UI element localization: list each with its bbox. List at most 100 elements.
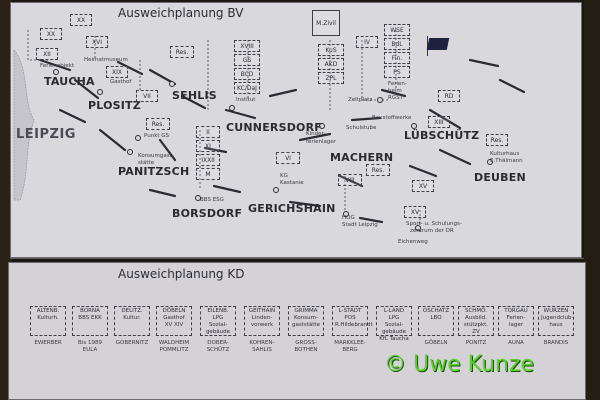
city-machern: MACHERN (330, 151, 394, 164)
unit-box: Res. (366, 164, 390, 176)
kd-box: GEITHAIN Linden-vorwerk (244, 306, 280, 336)
kd-column: L-STADT POS R.Hildebrandt MARKKLEE-BERG (332, 306, 373, 353)
map-label: HOG (342, 215, 355, 221)
kd-box: ALTENB. Kulturh. (30, 306, 66, 336)
kd-sub: KOHREN-SAHLIS (249, 340, 275, 353)
unit-box: Res. (170, 46, 194, 58)
kd-column: BORNA BBS EKK Bis 1989 EULA (72, 306, 108, 353)
unit-box: WSE (384, 24, 410, 36)
map-label: zentrum der DR (410, 228, 454, 234)
kd-column: GEITHAIN Linden-vorwerk KOHREN-SAHLIS (244, 306, 280, 353)
unit-box: PS (384, 66, 410, 78)
kd-box: OSCHATZ LBO (418, 306, 454, 336)
unit-box: M (196, 168, 220, 180)
kd-column: L-LAND LPG Sozial-gebäude KfL Taucha (376, 306, 412, 342)
unit-box: IV (356, 36, 378, 48)
kd-column: TORGAU Ferien-lager AUNA (498, 306, 534, 347)
kd-box: GRIMMA Konsum-gaststätte (288, 306, 324, 336)
unit-box: XVIII (234, 40, 260, 52)
unit-box: VIII (338, 174, 362, 186)
unit-box: KC/DaJ (234, 82, 260, 94)
unit-box: XI (196, 140, 220, 152)
city-plositz: PLOSITZ (88, 99, 141, 112)
unit-box: XIII (428, 116, 450, 128)
kd-column: SCHMÖ. Ausbild. stützpkt. ZV PONITZ (458, 306, 494, 347)
map-label: Baustoffwerke (372, 115, 412, 121)
unit-box: M.Zivil (312, 10, 340, 36)
city-gerichshain: GERICHSHAIN (248, 202, 336, 215)
kd-box: DÖBELN Gasthof XV XIV (156, 306, 192, 336)
kd-sub: AUNA (508, 340, 524, 346)
unit-box: VII (136, 90, 158, 102)
map-label: Schulstube (346, 125, 377, 131)
map-label: Kastanie (280, 180, 304, 186)
map-label: Stadt Leipzig (342, 222, 378, 228)
kd-box: BORNA BBS EKK (72, 306, 108, 336)
map-label: Zeltplatz (348, 97, 373, 103)
unit-box: BdL (384, 38, 410, 50)
kd-sub: WALDHEIM POMMLITZ (158, 340, 190, 353)
kd-box: L-LAND LPG Sozial-gebäude KfL Taucha (376, 306, 412, 342)
map-label: stätte (138, 160, 155, 166)
map-label: Kulturhaus (490, 151, 520, 157)
city-cunnersdorf: CUNNERSDORF (226, 121, 322, 134)
kd-box: TORGAU Ferien-lager (498, 306, 534, 336)
unit-box: BCD (234, 68, 260, 80)
map-sheet-bv (10, 2, 582, 258)
kd-column: ALTENB. Kulturh. EWERBER (30, 306, 66, 347)
kd-sub: EWERBER (34, 340, 62, 346)
unit-box: Res. (486, 134, 508, 146)
unit-box: XV (412, 180, 434, 192)
map-label: Punkt GS (144, 133, 170, 139)
kd-sub: GÖBELN (424, 340, 448, 346)
copyright-watermark: © Uwe Kunze (384, 352, 534, 377)
city-panitzsch: PANITZSCH (118, 165, 190, 178)
map-sheet-kd (8, 262, 586, 400)
unit-box: XX (40, 28, 62, 40)
kd-sub: MARKKLEE-BERG (334, 340, 366, 353)
map-label: Eichenweg (398, 239, 428, 245)
unit-box: XV (404, 206, 426, 218)
map-label: Heimatmuseum (84, 57, 128, 63)
map-label: Ferienobjekt (40, 63, 75, 69)
city-deuben: DEUBEN (474, 171, 526, 184)
map-label: Ferien- (388, 81, 407, 87)
unit-box: Fin. (384, 52, 410, 64)
map-label: RGST (388, 95, 403, 101)
map-label: KG (280, 173, 288, 179)
unit-box: VI (276, 152, 300, 164)
kd-box: DELITZ. Kultur. (114, 306, 150, 336)
kd-column: DÖBELN Gasthof XV XIV WALDHEIM POMMLITZ (156, 306, 192, 353)
map-label: heim (388, 88, 402, 94)
city-sehlis: SEHLIS (172, 89, 217, 102)
unit-box: XIX (106, 66, 128, 78)
map-label: BBS ESG (200, 197, 224, 203)
unit-box: XVI (86, 36, 108, 48)
map-label: Gasthof (110, 79, 132, 85)
map-label: Kinder- (306, 131, 326, 137)
unit-box: IXXII (196, 154, 220, 166)
map-label: ferienlager (306, 139, 337, 145)
kd-title: Ausweichplanung KD (118, 267, 245, 281)
sheet-divider (10, 258, 584, 259)
map-label: Konsumgast- (138, 153, 174, 159)
unit-box: ZPL (318, 72, 344, 84)
kd-column: OSCHATZ LBO GÖBELN (418, 306, 454, 347)
kd-column: GRIMMA Konsum-gaststätte GROSS-BOTHEN (288, 306, 324, 353)
flag-icon (426, 38, 450, 50)
kd-column: DELITZ. Kultur. GOBERNITZ (114, 306, 150, 347)
kd-sub: Bis 1989 EULA (78, 340, 102, 353)
map-label: E.Thälmann (490, 158, 523, 164)
kd-box: WURZEN Jugendclub-haus (538, 306, 574, 336)
kd-box: SCHMÖ. Ausbild. stützpkt. ZV (458, 306, 494, 336)
unit-box: AKD (318, 58, 344, 70)
unit-box: KuS (318, 44, 344, 56)
kd-sub: GROSS-BOTHEN (294, 340, 318, 353)
kd-sub: DOBER-SCHÜTZ (206, 340, 230, 353)
kd-box: L-STADT POS R.Hildebrandt (332, 306, 373, 336)
kd-sub: GOBERNITZ (115, 340, 149, 346)
kd-box: EILENB. LPG Sozial-gebäude (200, 306, 236, 336)
kd-sub: PONITZ (465, 340, 487, 346)
